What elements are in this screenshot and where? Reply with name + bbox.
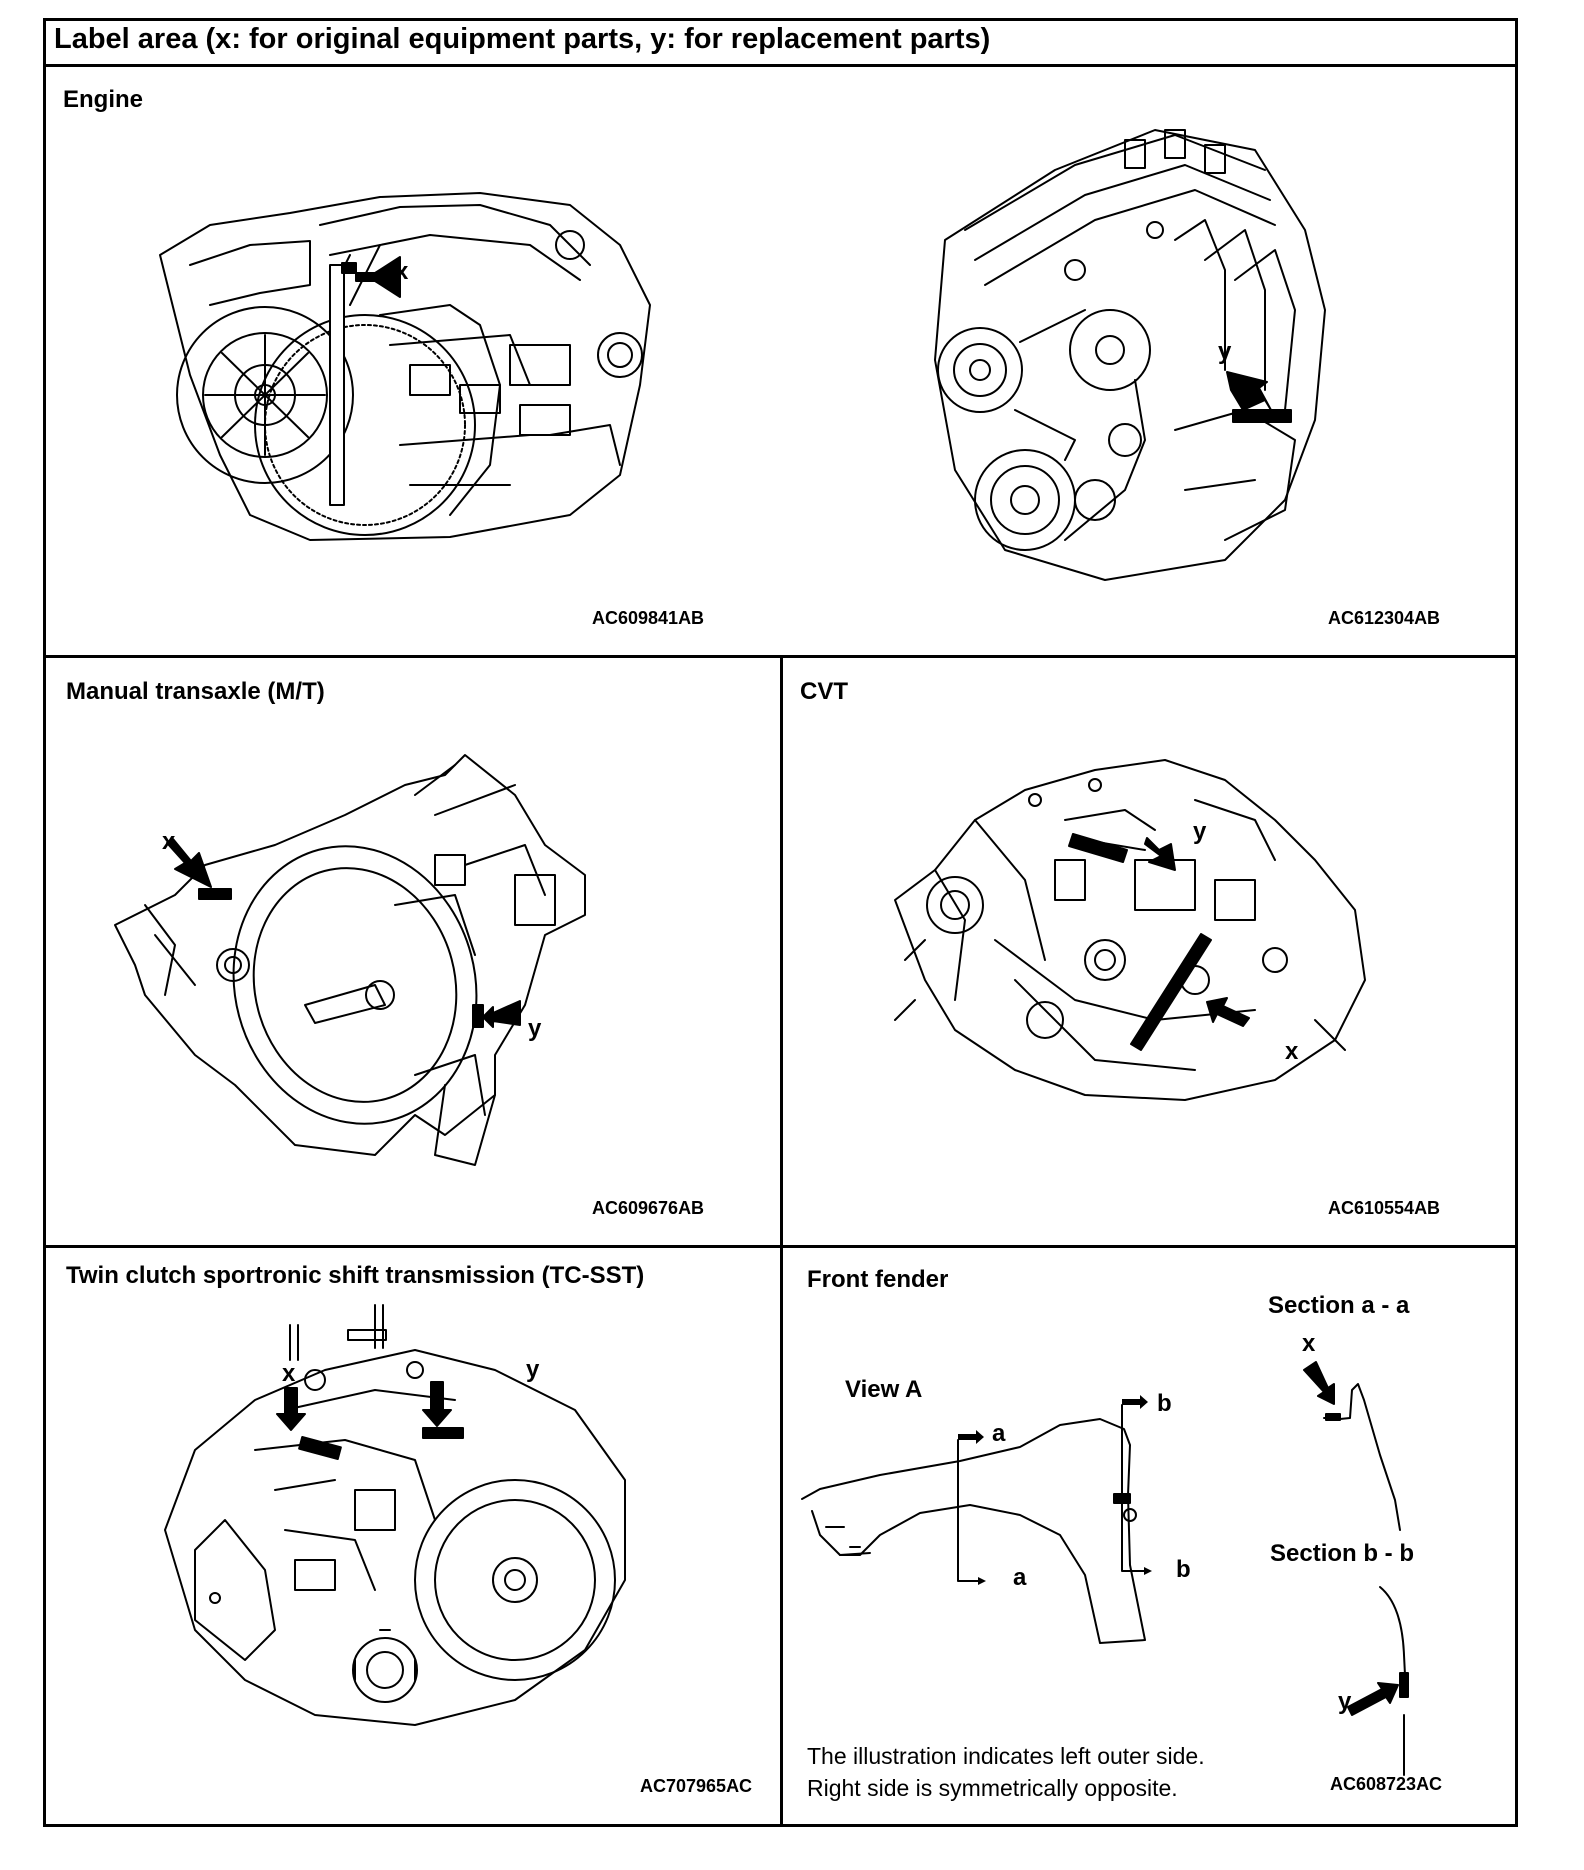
fender-marker-x: x xyxy=(1302,1330,1316,1357)
cvt-marker-y: y xyxy=(1193,818,1207,845)
tcsst-marker-y: y xyxy=(526,1356,540,1383)
header-title: Label area (x: for original equipment pa… xyxy=(54,23,991,55)
fender-view-a-illustration xyxy=(800,1395,1152,1645)
fender-marker-y: y xyxy=(1338,1688,1352,1715)
engine-front-illustration xyxy=(925,110,1345,590)
fender-note-line-2: Right side is symmetrically opposite. xyxy=(807,1775,1178,1801)
engine-transmission-side-illustration xyxy=(150,185,670,555)
fender-view-label: View A xyxy=(845,1376,923,1403)
engine-right-code: AC612304AB xyxy=(1328,608,1441,628)
fender-note-line-1: The illustration indicates left outer si… xyxy=(807,1743,1205,1769)
cvt-marker-x: x xyxy=(1285,1038,1299,1065)
cvt-panel-title: CVT xyxy=(800,678,848,705)
mt-marker-y: y xyxy=(528,1015,542,1042)
engine-panel-title: Engine xyxy=(63,86,144,113)
mt-panel-title: Manual transaxle (M/T) xyxy=(66,678,325,705)
fender-cut-a-bottom: a xyxy=(1013,1564,1027,1591)
fender-section-b-label: Section b - b xyxy=(1270,1540,1414,1567)
manual-transaxle-illustration xyxy=(115,755,595,1180)
tcsst-panel-title: Twin clutch sportronic shift transmissio… xyxy=(66,1262,645,1289)
engine-left-code: AC609841AB xyxy=(592,608,705,628)
mt-marker-x: x xyxy=(162,828,176,855)
header-bar: Label area (x: for original equipment pa… xyxy=(43,18,1518,67)
tcsst-marker-x: x xyxy=(282,1360,296,1387)
fender-section-b-illustration xyxy=(1330,1585,1420,1780)
engine-right-marker-y: y xyxy=(1218,338,1232,365)
cvt-code: AC610554AB xyxy=(1328,1198,1441,1218)
fender-section-a-illustration xyxy=(1300,1360,1440,1535)
fender-cut-b-top: b xyxy=(1157,1390,1172,1417)
fender-panel-title: Front fender xyxy=(807,1266,949,1293)
fender-section-a-label: Section a - a xyxy=(1268,1292,1410,1319)
divider-column xyxy=(780,655,783,1827)
engine-left-marker-x: x xyxy=(395,258,409,285)
cvt-illustration xyxy=(895,760,1365,1110)
fender-cut-a-top: a xyxy=(992,1420,1006,1447)
mt-code: AC609676AB xyxy=(592,1198,705,1218)
fender-cut-b-bottom: b xyxy=(1176,1556,1191,1583)
tc-sst-illustration xyxy=(155,1330,635,1730)
fender-code: AC608723AC xyxy=(1330,1774,1443,1794)
tcsst-code: AC707965AC xyxy=(640,1776,753,1796)
